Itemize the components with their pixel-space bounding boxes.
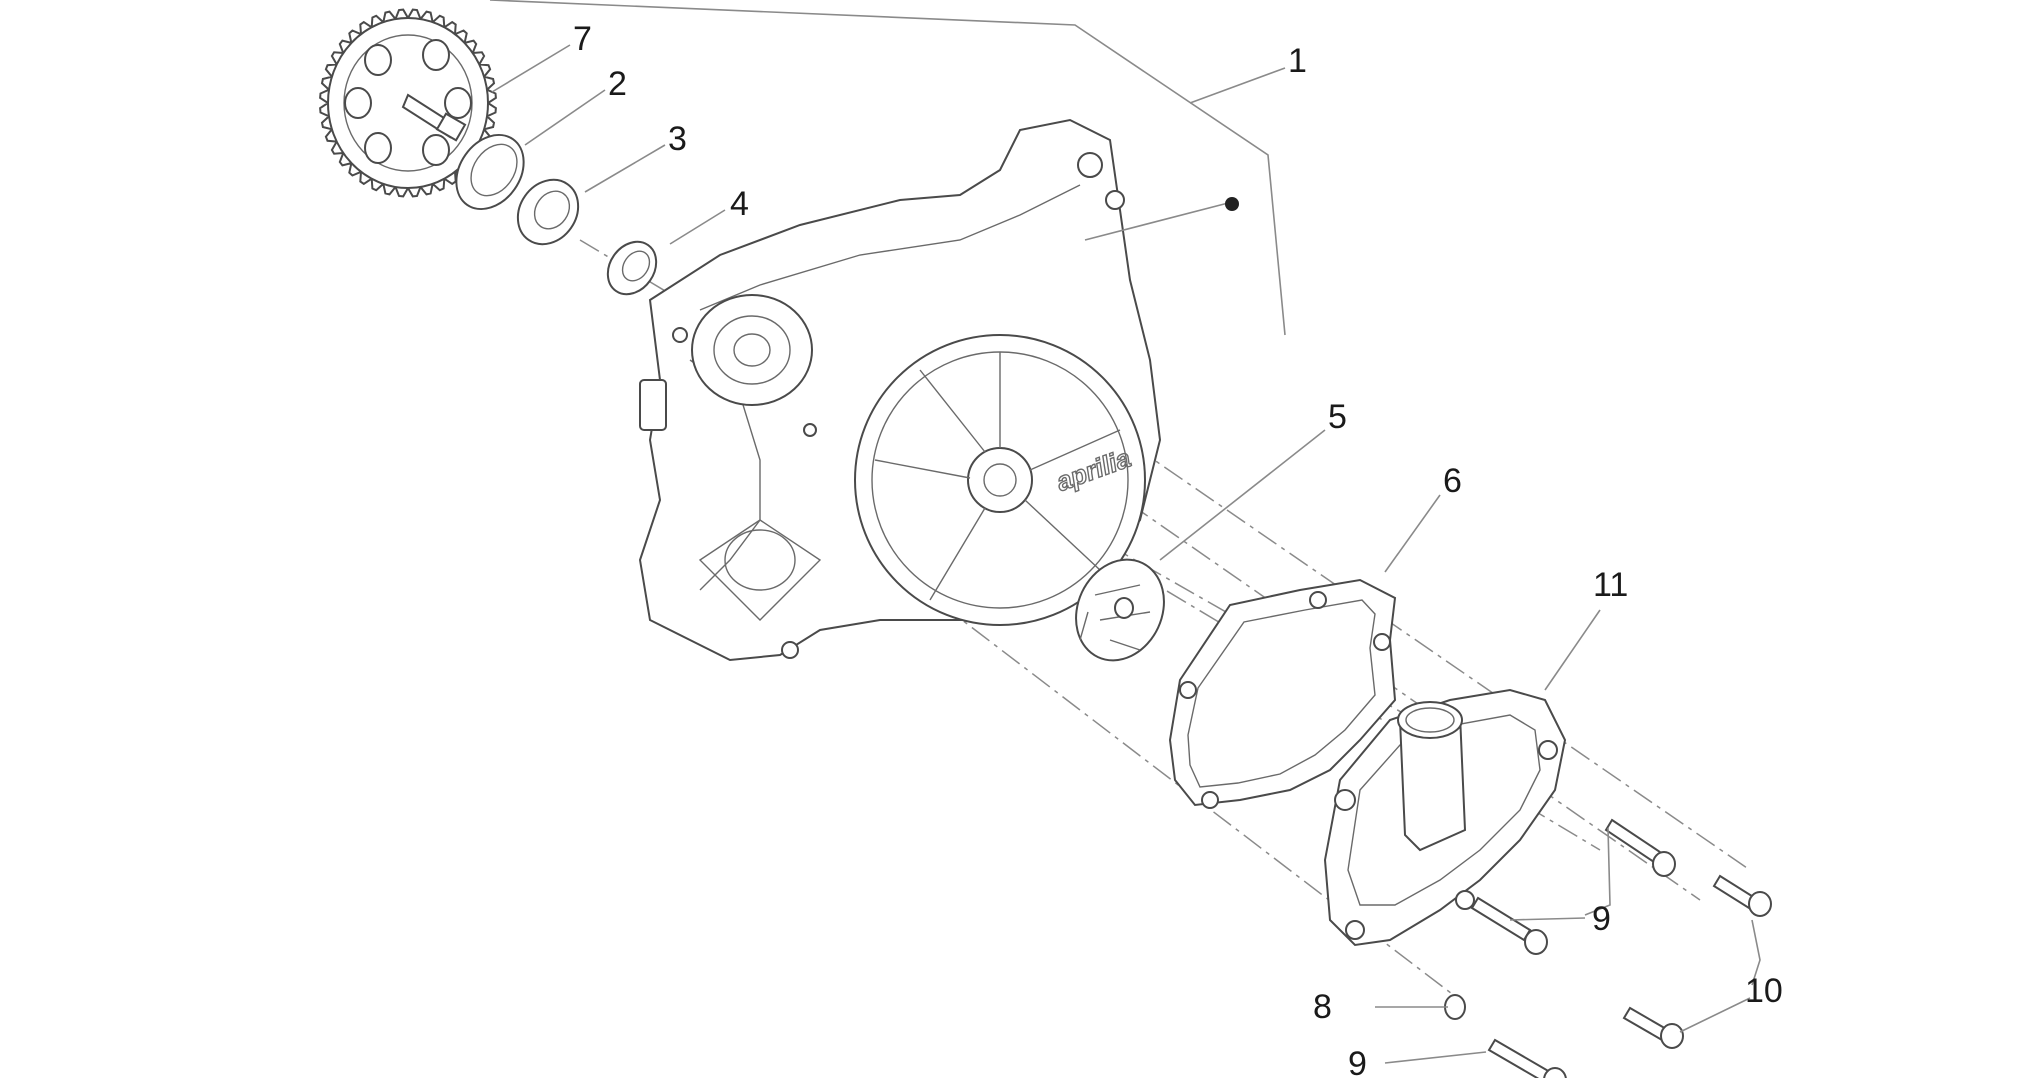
impeller-part-5 bbox=[1075, 558, 1165, 662]
assembly-bracket-leader bbox=[489, 0, 1286, 336]
callout-9-lower: 9 bbox=[1348, 1045, 1367, 1078]
callout-6: 6 bbox=[1443, 462, 1462, 500]
callout-10: 10 bbox=[1745, 972, 1783, 1010]
bolt-9-lower bbox=[1487, 1038, 1567, 1078]
gasket-part-6 bbox=[1168, 578, 1397, 809]
seal-ring-part-2 bbox=[455, 133, 525, 211]
callout-1: 1 bbox=[1288, 42, 1307, 80]
bolt-9-upper bbox=[1604, 818, 1676, 877]
crankcase-cover-part-1: aprilia bbox=[638, 118, 1162, 662]
callout-7: 7 bbox=[573, 20, 592, 58]
bolt-9-middle bbox=[1470, 896, 1548, 955]
bolt-10-lower bbox=[1622, 1006, 1684, 1049]
callout-11: 11 bbox=[1593, 566, 1628, 604]
callout-2: 2 bbox=[608, 65, 627, 103]
callout-8: 8 bbox=[1313, 988, 1332, 1026]
pump-cover-part-11 bbox=[1323, 688, 1567, 947]
bolt-10-upper bbox=[1712, 874, 1772, 917]
mechanical-seal-part-4 bbox=[606, 240, 658, 296]
callout-5: 5 bbox=[1328, 398, 1347, 436]
callout-3: 3 bbox=[668, 120, 687, 158]
gear-shaft-part-7 bbox=[319, 8, 497, 198]
callout-9-upper: 9 bbox=[1592, 900, 1611, 938]
callout-labels: 1 2 3 4 5 6 7 8 9 9 10 11 bbox=[573, 20, 1783, 1078]
bearing-part-3 bbox=[516, 178, 580, 246]
leader-part-1 bbox=[1084, 197, 1239, 241]
callout-4: 4 bbox=[730, 185, 749, 223]
leader-lines bbox=[491, 44, 1761, 1064]
